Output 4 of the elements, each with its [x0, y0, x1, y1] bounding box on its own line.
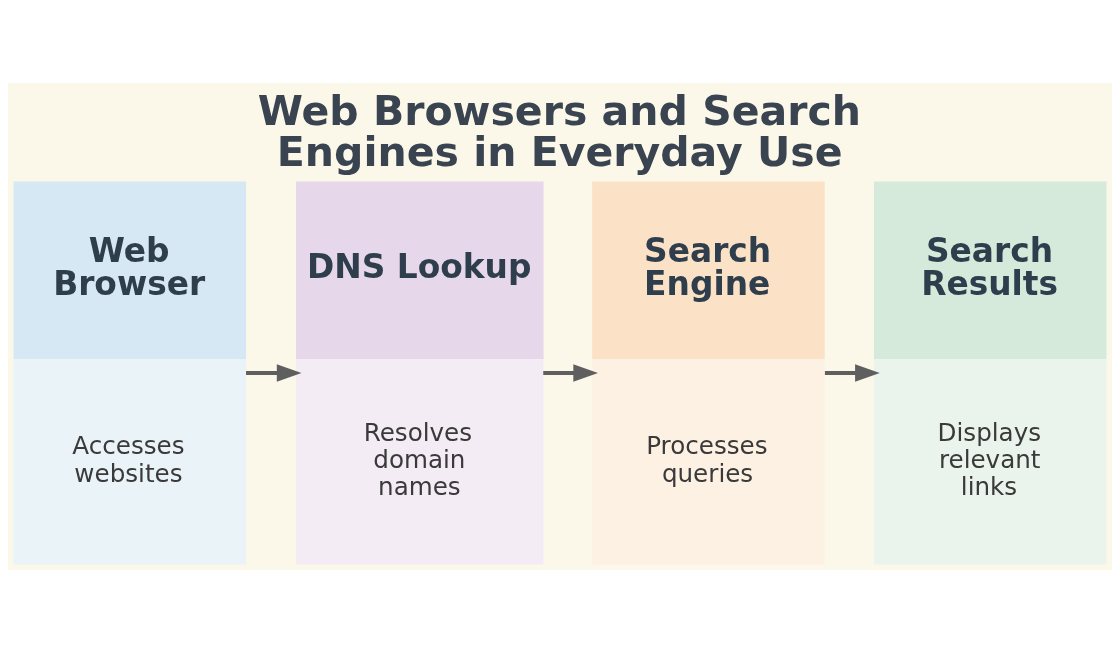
arrow — [543, 363, 598, 382]
diagram-title: Web Browsers and Search Engines in Everyday Use — [257, 86, 861, 176]
arrow — [246, 363, 302, 382]
arrow — [824, 363, 880, 382]
